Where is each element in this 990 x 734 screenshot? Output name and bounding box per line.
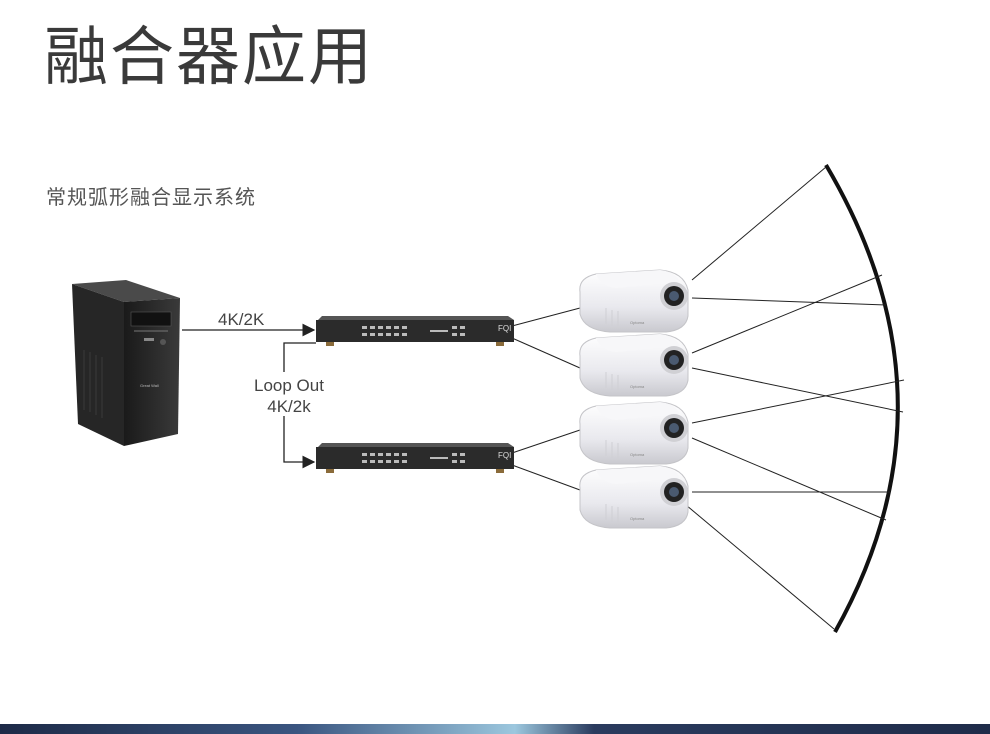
projector-3: Optoma xyxy=(579,401,689,465)
processor-brand: FQI xyxy=(498,451,511,460)
projector-brand: Optoma xyxy=(630,320,645,325)
blend-processor-2: FQI xyxy=(316,443,514,473)
footer-band xyxy=(0,724,990,734)
projector-2: Optoma xyxy=(579,333,689,397)
projector-brand: Optoma xyxy=(630,384,645,389)
blend-processor-1: FQI xyxy=(316,316,514,346)
loop-out-resolution: 4K/2k xyxy=(267,397,311,416)
projection-rays xyxy=(685,166,905,630)
projector-1: Optoma xyxy=(579,269,689,333)
page-subtitle: 常规弧形融合显示系统 xyxy=(46,185,256,209)
loop-out-label: Loop Out xyxy=(254,376,324,395)
projector-4: Optoma xyxy=(579,465,689,529)
curved-screen xyxy=(824,163,900,633)
signal-label: 4K/2K xyxy=(218,310,265,329)
projector-brand: Optoma xyxy=(630,452,645,457)
pc-tower: Great Wall xyxy=(72,280,180,446)
output-cables xyxy=(511,307,581,491)
processor-brand: FQI xyxy=(498,324,511,333)
projector-brand: Optoma xyxy=(630,516,645,521)
page-title: 融合器应用 xyxy=(44,21,374,95)
pc-brand: Great Wall xyxy=(140,383,159,388)
